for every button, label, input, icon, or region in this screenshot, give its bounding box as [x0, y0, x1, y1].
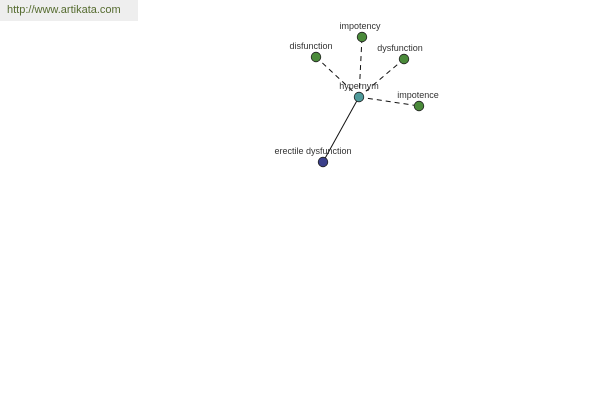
- edge-hypernym-erectile-dysfunction: [322, 96, 360, 163]
- node-label-erectile-dysfunction: erectile dysfunction: [274, 146, 351, 156]
- node-label-hypernym: hypernym: [339, 81, 379, 91]
- node-label-disfunction: disfunction: [289, 41, 332, 51]
- node-impotence[interactable]: impotence: [397, 90, 439, 112]
- edge-hypernym-impotency: [358, 36, 363, 98]
- node-label-impotency: impotency: [339, 21, 381, 31]
- watermark-url[interactable]: http://www.artikata.com: [7, 4, 121, 16]
- node-disfunction[interactable]: disfunction: [289, 41, 333, 63]
- node-circle-dysfunction[interactable]: [398, 53, 410, 65]
- node-circle-hypernym[interactable]: [353, 91, 365, 103]
- url-banner: http://www.artikata.com: [0, 0, 138, 21]
- edge-hypernym-disfunction: [315, 56, 360, 98]
- node-circle-impotence[interactable]: [413, 100, 425, 112]
- node-hypernym[interactable]: hypernym: [339, 81, 379, 103]
- edge-hypernym-impotence: [358, 96, 420, 107]
- node-circle-disfunction[interactable]: [310, 51, 322, 63]
- node-dysfunction[interactable]: dysfunction: [377, 43, 423, 65]
- node-impotency[interactable]: impotency: [339, 21, 381, 43]
- edge-hypernym-dysfunction: [358, 58, 405, 98]
- node-erectile-dysfunction[interactable]: erectile dysfunction: [274, 146, 352, 168]
- edges-layer: [315, 36, 420, 163]
- nodes-layer: hypernym impotency disfunction dysfunction i…: [274, 21, 439, 168]
- node-label-impotence: impotence: [397, 90, 439, 100]
- node-label-dysfunction: dysfunction: [377, 43, 423, 53]
- node-circle-impotency[interactable]: [356, 31, 368, 43]
- node-circle-erectile-dysfunction[interactable]: [317, 156, 329, 168]
